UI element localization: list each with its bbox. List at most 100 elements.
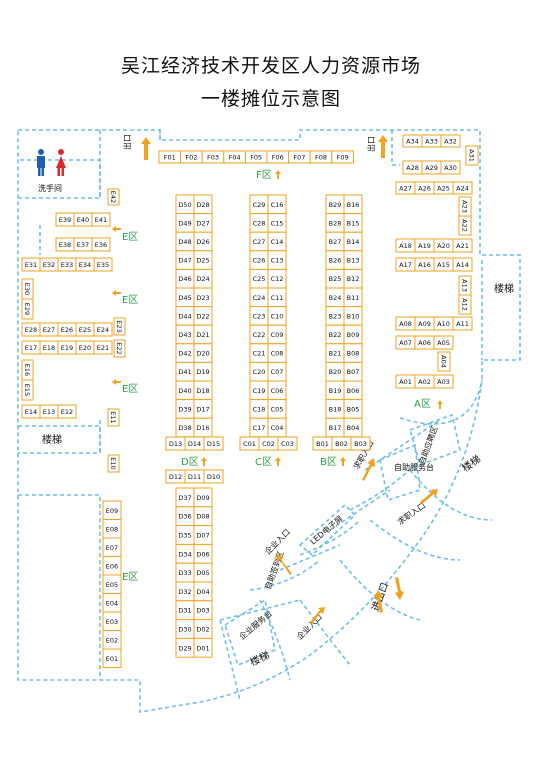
booth-e25[interactable]: E25 [75, 322, 95, 337]
booth-d34[interactable]: D34 [175, 543, 195, 564]
booth-b23[interactable]: B23 [325, 306, 345, 326]
booth-b03[interactable]: B03 [350, 436, 371, 451]
booth-e14[interactable]: E14 [21, 404, 41, 419]
booth-c02[interactable]: C02 [258, 436, 279, 451]
booth-a21[interactable]: A21 [452, 238, 473, 253]
booth-b17[interactable]: B17 [325, 417, 345, 438]
booth-b04[interactable]: B04 [343, 417, 363, 438]
booth-d08[interactable]: D08 [193, 506, 213, 527]
booth-b22[interactable]: B22 [325, 324, 345, 345]
booth-b09[interactable]: B09 [343, 324, 363, 345]
booth-a12[interactable]: A12 [458, 294, 472, 315]
booth-d43[interactable]: D43 [175, 324, 195, 345]
booth-c13[interactable]: C13 [267, 250, 287, 270]
booth-d36[interactable]: D36 [175, 506, 195, 527]
booth-a14[interactable]: A14 [452, 257, 473, 272]
booth-d37[interactable]: D37 [175, 487, 195, 508]
booth-e19[interactable]: E19 [57, 340, 77, 355]
booth-b11[interactable]: B11 [343, 287, 363, 308]
booth-c22[interactable]: C22 [249, 324, 269, 345]
booth-e36[interactable]: E36 [91, 237, 111, 252]
booth-a26[interactable]: A26 [414, 181, 435, 195]
booth-d23[interactable]: D23 [193, 287, 213, 308]
booth-e13[interactable]: E13 [39, 404, 59, 419]
booth-e18[interactable]: E18 [39, 340, 59, 355]
booth-d15[interactable]: D15 [203, 436, 224, 451]
booth-a23[interactable]: A23 [458, 196, 472, 217]
booth-c18[interactable]: C18 [249, 399, 269, 419]
booth-e41[interactable]: E41 [91, 212, 111, 227]
booth-d14[interactable]: D14 [184, 436, 205, 451]
booth-c11[interactable]: C11 [267, 287, 287, 308]
booth-b07[interactable]: B07 [343, 361, 363, 382]
booth-d50[interactable]: D50 [175, 194, 195, 215]
booth-d31[interactable]: D31 [175, 600, 195, 621]
booth-d39[interactable]: D39 [175, 399, 195, 419]
booth-c27[interactable]: C27 [249, 231, 269, 252]
booth-e23[interactable]: E23 [113, 317, 126, 336]
booth-a18[interactable]: A18 [395, 238, 416, 253]
booth-d11[interactable]: D11 [184, 469, 205, 484]
booth-b26[interactable]: B26 [325, 250, 345, 270]
booth-c28[interactable]: C28 [249, 213, 269, 233]
booth-d16[interactable]: D16 [193, 417, 213, 438]
booth-d42[interactable]: D42 [175, 343, 195, 363]
booth-d26[interactable]: D26 [193, 231, 213, 252]
booth-d20[interactable]: D20 [193, 343, 213, 363]
booth-a17[interactable]: A17 [395, 257, 416, 272]
booth-d25[interactable]: D25 [193, 250, 213, 270]
booth-d12[interactable]: D12 [165, 469, 186, 484]
booth-d47[interactable]: D47 [175, 250, 195, 270]
booth-e17[interactable]: E17 [21, 340, 41, 355]
booth-d48[interactable]: D48 [175, 231, 195, 252]
booth-b02[interactable]: B02 [331, 436, 352, 451]
booth-c29[interactable]: C29 [249, 194, 269, 215]
booth-b16[interactable]: B16 [343, 194, 363, 215]
booth-c15[interactable]: C15 [267, 213, 287, 233]
booth-e24[interactable]: E24 [93, 322, 113, 337]
booth-c01[interactable]: C01 [239, 436, 260, 451]
booth-b20[interactable]: B20 [325, 361, 345, 382]
booth-d30[interactable]: D30 [175, 619, 195, 639]
booth-e27[interactable]: E27 [39, 322, 59, 337]
booth-e26[interactable]: E26 [57, 322, 77, 337]
booth-d41[interactable]: D41 [175, 361, 195, 382]
booth-c14[interactable]: C14 [267, 231, 287, 252]
booth-a19[interactable]: A19 [414, 238, 435, 253]
booth-d18[interactable]: D18 [193, 380, 213, 401]
booth-e38[interactable]: E38 [55, 237, 75, 252]
booth-d19[interactable]: D19 [193, 361, 213, 382]
booth-b15[interactable]: B15 [343, 213, 363, 233]
booth-c07[interactable]: C07 [267, 361, 287, 382]
booth-b19[interactable]: B19 [325, 380, 345, 401]
booth-e02[interactable]: E02 [102, 630, 122, 650]
booth-e20[interactable]: E20 [75, 340, 95, 355]
booth-d01[interactable]: D01 [193, 637, 213, 658]
booth-c03[interactable]: C03 [277, 436, 298, 451]
booth-d27[interactable]: D27 [193, 213, 213, 233]
booth-a16[interactable]: A16 [414, 257, 435, 272]
booth-e21[interactable]: E21 [93, 340, 113, 355]
booth-d33[interactable]: D33 [175, 562, 195, 583]
booth-a08[interactable]: A08 [395, 316, 416, 331]
booth-a07[interactable]: A07 [395, 335, 416, 350]
booth-e08[interactable]: E08 [102, 519, 122, 539]
booth-c26[interactable]: C26 [249, 250, 269, 270]
booth-b05[interactable]: B05 [343, 399, 363, 419]
booth-b08[interactable]: B08 [343, 343, 363, 363]
booth-c19[interactable]: C19 [249, 380, 269, 401]
booth-e15[interactable]: E15 [21, 379, 34, 401]
booth-a27[interactable]: A27 [395, 181, 416, 195]
booth-f02[interactable]: F02 [180, 150, 203, 164]
booth-a04[interactable]: A04 [437, 351, 451, 372]
booth-c10[interactable]: C10 [267, 306, 287, 326]
booth-b12[interactable]: B12 [343, 268, 363, 289]
booth-a34[interactable]: A34 [402, 134, 423, 148]
booth-f03[interactable]: F03 [201, 150, 225, 164]
booth-a03[interactable]: A03 [433, 374, 454, 389]
booth-e35[interactable]: E35 [93, 257, 113, 272]
booth-d32[interactable]: D32 [175, 581, 195, 602]
booth-a01[interactable]: A01 [395, 374, 416, 389]
booth-c23[interactable]: C23 [249, 306, 269, 326]
booth-d28[interactable]: D28 [193, 194, 213, 215]
